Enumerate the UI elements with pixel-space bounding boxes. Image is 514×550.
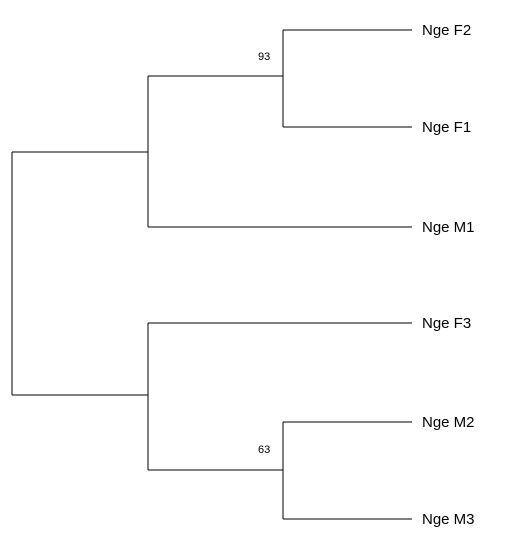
leaf-label-nge-f2: Nge F2 [422, 22, 471, 39]
bootstrap-value-m2-m3: 63 [258, 444, 270, 456]
leaf-label-nge-m1: Nge M1 [422, 219, 475, 236]
leaf-label-nge-f1: Nge F1 [422, 119, 471, 136]
leaf-label-nge-m3: Nge M3 [422, 511, 475, 528]
bootstrap-value-f2-f1: 93 [258, 51, 270, 63]
leaf-label-nge-f3: Nge F3 [422, 315, 471, 332]
leaf-label-nge-m2: Nge M2 [422, 414, 475, 431]
